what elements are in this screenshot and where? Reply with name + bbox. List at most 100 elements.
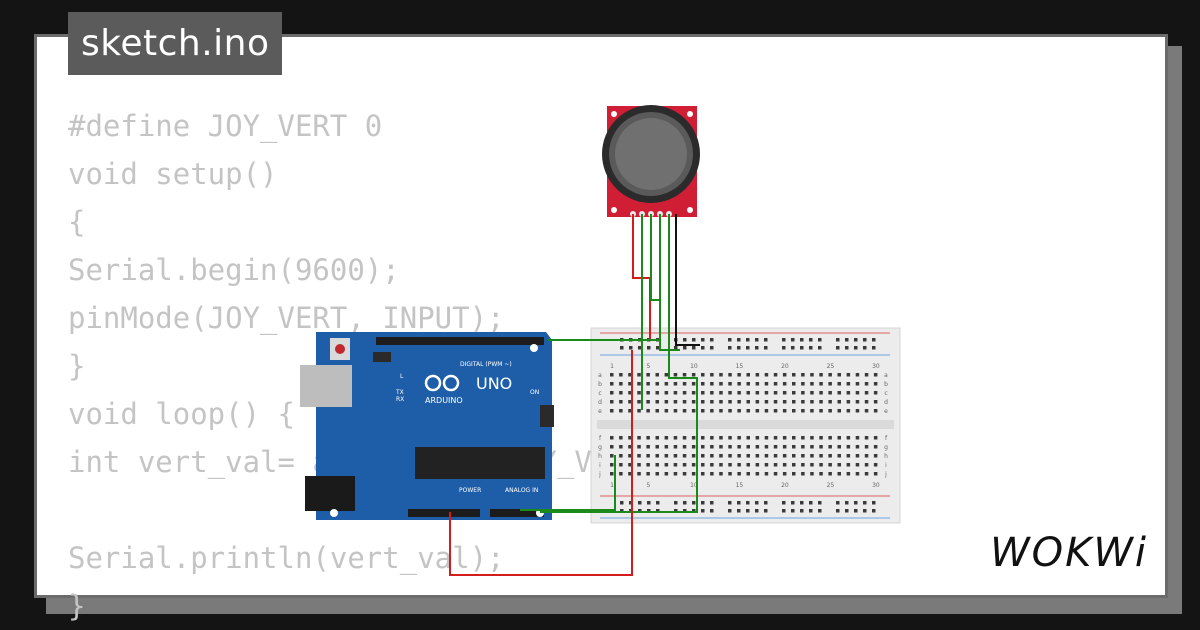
rail-hole[interactable] [800,346,804,350]
breadboard-hole[interactable] [782,445,787,449]
breadboard-hole[interactable] [737,436,741,440]
breadboard-hole[interactable] [828,409,832,413]
breadboard-hole[interactable] [728,373,732,377]
rail-hole[interactable] [674,346,678,350]
breadboard-hole[interactable] [619,391,623,395]
breadboard-hole[interactable] [873,454,878,458]
rail-hole[interactable] [854,509,858,513]
breadboard-hole[interactable] [837,463,842,467]
breadboard-hole[interactable] [819,373,823,377]
breadboard-hole[interactable] [864,463,869,467]
breadboard-hole[interactable] [773,391,778,395]
breadboard-hole[interactable] [691,463,696,467]
breadboard-hole[interactable] [673,373,678,377]
rail-hole[interactable] [818,509,822,513]
breadboard-hole[interactable] [828,445,832,449]
breadboard-hole[interactable] [837,436,842,440]
breadboard-hole[interactable] [810,409,814,413]
breadboard-hole[interactable] [855,391,860,395]
breadboard-hole[interactable] [655,373,660,377]
breadboard-hole[interactable] [755,445,760,449]
breadboard-hole[interactable] [855,382,860,386]
rail-hole[interactable] [638,501,642,505]
breadboard-hole[interactable] [746,373,751,377]
breadboard-hole[interactable] [610,382,614,386]
breadboard-hole[interactable] [873,463,878,467]
breadboard-hole[interactable] [819,472,823,476]
breadboard-hole[interactable] [873,445,878,449]
breadboard-hole[interactable] [646,436,650,440]
breadboard-hole[interactable] [764,382,769,386]
breadboard-hole[interactable] [701,373,705,377]
breadboard-hole[interactable] [664,454,669,458]
breadboard-hole[interactable] [637,400,641,404]
breadboard-hole[interactable] [792,409,796,413]
breadboard-hole[interactable] [782,454,787,458]
breadboard-hole[interactable] [719,463,723,467]
breadboard-hole[interactable] [755,436,760,440]
rail-hole[interactable] [863,346,867,350]
breadboard-hole[interactable] [737,472,741,476]
breadboard-hole[interactable] [682,463,687,467]
rail-hole[interactable] [701,338,705,342]
rail-hole[interactable] [692,338,696,342]
breadboard-hole[interactable] [710,472,714,476]
rail-hole[interactable] [845,346,849,350]
rail-hole[interactable] [818,346,822,350]
breadboard-hole[interactable] [628,454,632,458]
breadboard-hole[interactable] [646,454,650,458]
breadboard-hole[interactable] [828,391,832,395]
breadboard-hole[interactable] [655,436,660,440]
breadboard-hole[interactable] [792,373,796,377]
breadboard-hole[interactable] [628,436,632,440]
breadboard-hole[interactable] [719,436,723,440]
breadboard-hole[interactable] [691,373,696,377]
breadboard-hole[interactable] [646,409,650,413]
breadboard-hole[interactable] [764,445,769,449]
breadboard-hole[interactable] [837,400,842,404]
breadboard-hole[interactable] [746,454,751,458]
breadboard-hole[interactable] [673,445,678,449]
breadboard-hole[interactable] [846,472,851,476]
breadboard-hole[interactable] [628,463,632,467]
breadboard-hole[interactable] [792,472,796,476]
breadboard-hole[interactable] [864,409,869,413]
breadboard-hole[interactable] [846,454,851,458]
rail-hole[interactable] [818,338,822,342]
breadboard-hole[interactable] [701,400,705,404]
breadboard-hole[interactable] [828,382,832,386]
breadboard-hole[interactable] [655,472,660,476]
rail-hole[interactable] [620,501,624,505]
rail-hole[interactable] [782,501,786,505]
breadboard-hole[interactable] [801,463,805,467]
breadboard-hole[interactable] [737,382,741,386]
breadboard-hole[interactable] [628,445,632,449]
breadboard-hole[interactable] [864,472,869,476]
file-tab[interactable]: sketch.ino [68,12,283,75]
rail-hole[interactable] [638,346,642,350]
rail-hole[interactable] [701,509,705,513]
breadboard-hole[interactable] [719,391,723,395]
breadboard-hole[interactable] [746,391,751,395]
breadboard-hole[interactable] [610,445,614,449]
rail-hole[interactable] [683,501,687,505]
breadboard-hole[interactable] [673,391,678,395]
breadboard-hole[interactable] [628,472,632,476]
breadboard-hole[interactable] [782,409,787,413]
breadboard-hole[interactable] [828,454,832,458]
rail-hole[interactable] [683,346,687,350]
breadboard-hole[interactable] [828,373,832,377]
breadboard-hole[interactable] [819,409,823,413]
joystick-module[interactable] [602,105,700,217]
breadboard-hole[interactable] [619,382,623,386]
breadboard-hole[interactable] [673,472,678,476]
breadboard-hole[interactable] [610,436,614,440]
breadboard-hole[interactable] [873,400,878,404]
breadboard-hole[interactable] [782,472,787,476]
breadboard-hole[interactable] [764,373,769,377]
breadboard-hole[interactable] [819,445,823,449]
breadboard-hole[interactable] [746,436,751,440]
rail-hole[interactable] [854,346,858,350]
rail-hole[interactable] [809,509,813,513]
